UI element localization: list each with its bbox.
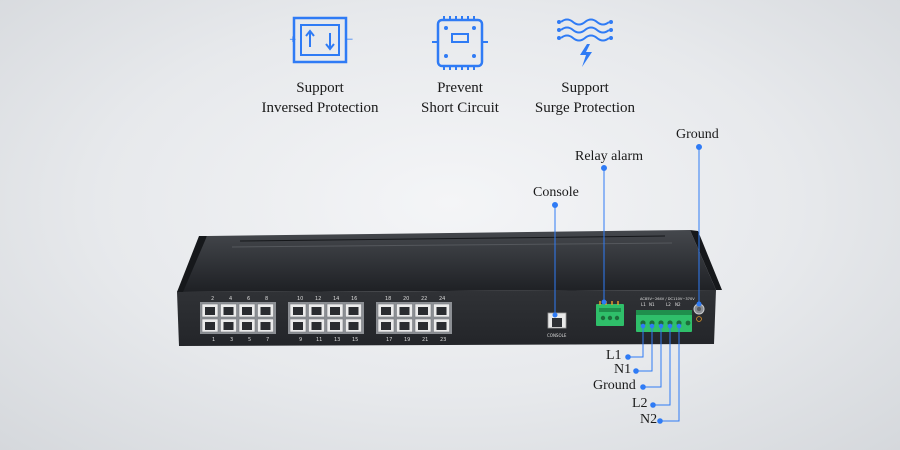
port-number: 13 (334, 337, 340, 343)
port-number: 3 (230, 337, 233, 343)
svg-text:+: + (289, 35, 297, 45)
port-number: 17 (386, 337, 392, 343)
port-number: 15 (352, 337, 358, 343)
port-number: 4 (229, 296, 232, 302)
port-socket (242, 322, 252, 330)
port-socket (381, 322, 391, 330)
port-number: 12 (315, 296, 321, 302)
feature-title: Prevent (437, 80, 483, 96)
callout-ground-top: Ground (676, 127, 719, 142)
port-socket (436, 322, 447, 330)
port-socket (260, 307, 271, 315)
port-socket (242, 307, 252, 315)
callout-ground-bottom: Ground (593, 378, 636, 393)
feature-title: Support (561, 80, 609, 96)
feature-inverse-protection: + − Support Inversed Protection (240, 12, 400, 118)
port-number: 18 (385, 296, 391, 302)
relay-alarm-terminal[interactable] (596, 304, 624, 326)
ground-symbol-icon (696, 316, 702, 322)
chassis-top (177, 230, 716, 292)
port-socket (205, 307, 215, 315)
port-number: 1 (212, 337, 215, 343)
callout-relay-alarm: Relay alarm (575, 149, 644, 164)
svg-text:−: − (346, 35, 354, 45)
port-number: 16 (351, 296, 357, 302)
feature-title: Support (296, 80, 344, 96)
port-socket (293, 307, 303, 315)
callout-n1: N1 (614, 362, 632, 377)
port-number: 5 (248, 337, 251, 343)
port-number: 6 (247, 296, 250, 302)
feature-subtitle: Surge Protection (534, 100, 636, 116)
short-circuit-icon (432, 16, 488, 70)
feature-subtitle: Inversed Protection (261, 100, 379, 116)
port-socket (311, 322, 322, 330)
port-number: 7 (266, 337, 269, 343)
port-socket (293, 322, 303, 330)
terminal-mark: L2 (666, 302, 671, 307)
port-socket (418, 307, 428, 315)
port-number: 19 (404, 337, 410, 343)
surge-protection-icon (557, 18, 613, 67)
feature-subtitle: Short Circuit (421, 100, 499, 116)
port-number: 21 (422, 337, 428, 343)
console-port-label: CONSOLE (547, 333, 567, 338)
power-rating-label: AC85V~264V / DC110V~370V (640, 297, 695, 301)
port-number: 11 (316, 337, 322, 343)
port-socket (348, 307, 359, 315)
port-number: 22 (421, 296, 427, 302)
rack-ear-left (177, 236, 207, 292)
port-number: 8 (265, 296, 268, 302)
terminal-mark: L1 (641, 302, 646, 307)
callout-l2: L2 (632, 396, 648, 411)
port-socket (330, 322, 340, 330)
port-number: 24 (439, 296, 445, 302)
feature-surge-protection: Support Surge Protection (505, 12, 665, 118)
port-number: 10 (297, 296, 303, 302)
port-socket (399, 307, 410, 315)
port-socket (330, 307, 340, 315)
port-number: 2 (211, 296, 214, 302)
port-socket (348, 322, 359, 330)
port-numbers: 2 4 6 8 10 12 14 16 18 20 22 24 1 3 5 7 … (211, 296, 446, 343)
port-socket (260, 322, 271, 330)
rack-ear-right (690, 230, 722, 290)
feature-short-circuit: Prevent Short Circuit (380, 12, 540, 118)
port-socket (223, 322, 234, 330)
port-socket (205, 322, 215, 330)
callout-n2: N2 (640, 412, 658, 427)
inverse-protection-icon: + − (289, 16, 354, 64)
port-socket (399, 322, 410, 330)
callout-lines (552, 144, 702, 424)
port-number: 14 (333, 296, 339, 302)
port-number: 20 (403, 296, 409, 302)
port-socket (436, 307, 447, 315)
ethernet-port-blocks (200, 302, 452, 334)
terminal-mark: N2 (675, 302, 681, 307)
callout-l1: L1 (606, 348, 622, 363)
port-number: 23 (440, 337, 446, 343)
terminal-mark: N1 (649, 302, 655, 307)
port-socket (311, 307, 322, 315)
port-socket (418, 322, 428, 330)
port-number: 9 (299, 337, 302, 343)
port-socket (381, 307, 391, 315)
callout-console: Console (533, 185, 579, 200)
port-socket (223, 307, 234, 315)
